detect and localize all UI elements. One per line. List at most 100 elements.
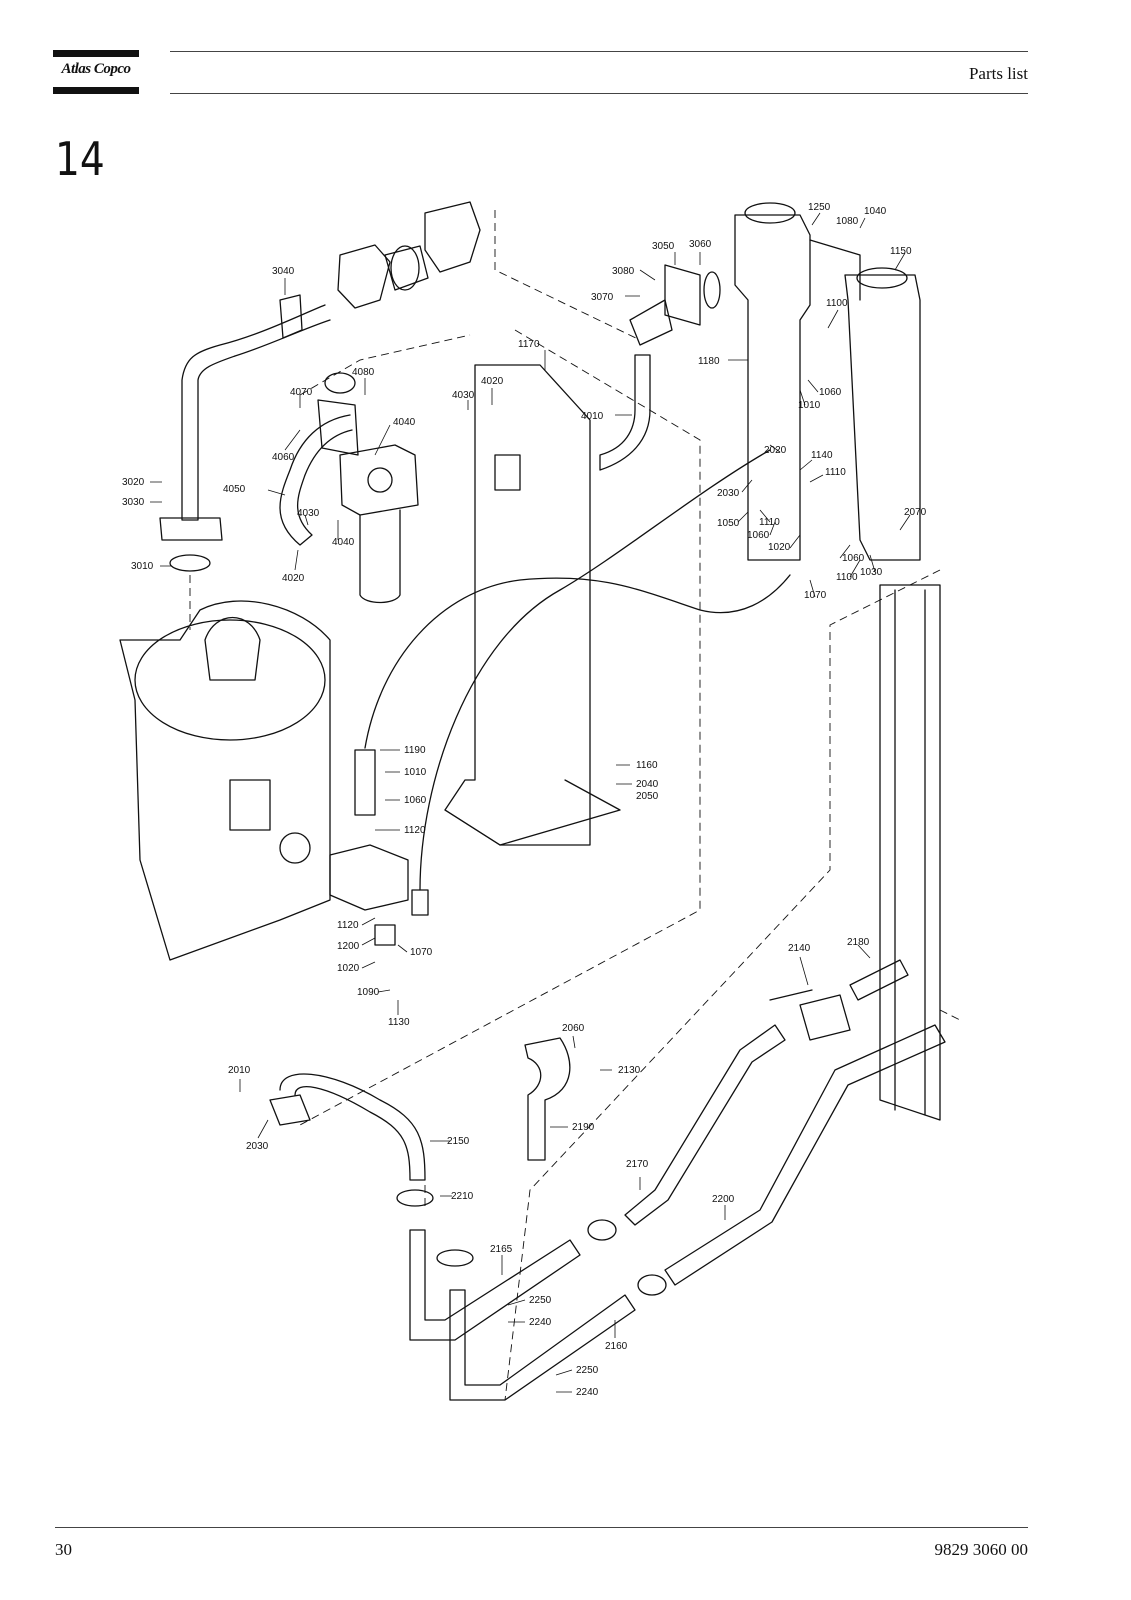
- callout-1180: 1180: [698, 356, 720, 367]
- callout-2020: 2020: [764, 445, 787, 456]
- callout-2250: 2250: [576, 1365, 599, 1376]
- callout-1110: 1110: [759, 517, 780, 528]
- callout-1090: 1090: [357, 987, 380, 998]
- callout-1130: 1130: [388, 1017, 410, 1028]
- callout-1160: 1160: [636, 760, 658, 771]
- callout-2200: 2200: [712, 1194, 735, 1205]
- callout-1060: 1060: [842, 553, 865, 564]
- callout-1060: 1060: [819, 387, 842, 398]
- callout-4040: 4040: [332, 537, 355, 548]
- callout-2010: 2010: [228, 1065, 251, 1076]
- callout-1010: 1010: [798, 400, 821, 411]
- gasket-3010: [169, 554, 211, 572]
- callout-2240: 2240: [529, 1317, 552, 1328]
- footer-rule: [55, 1527, 1028, 1528]
- callout-2150: 2150: [447, 1136, 470, 1147]
- callout-2060: 2060: [562, 1023, 585, 1034]
- vessel-port-round: [279, 832, 311, 864]
- header-rule-top: [170, 51, 1028, 52]
- callout-3050: 3050: [652, 241, 675, 252]
- callout-1020: 1020: [768, 542, 791, 553]
- diagram-linework: [119, 201, 946, 1401]
- vessel-dome: [204, 616, 261, 681]
- callout-2190: 2190: [572, 1122, 595, 1133]
- callout-2210: 2210: [451, 1191, 474, 1202]
- panel-base: [444, 779, 621, 846]
- callout-2050: 2050: [636, 791, 659, 802]
- callout-3070: 3070: [591, 292, 614, 303]
- callout-1030: 1030: [860, 567, 883, 578]
- valve-handle: [769, 989, 813, 1001]
- callout-4050: 4050: [223, 484, 246, 495]
- tower-1180: [734, 214, 811, 561]
- gasket-3060: [703, 271, 721, 309]
- pipe-2165: [409, 1229, 581, 1341]
- hose-2180: [849, 959, 909, 1001]
- page-number: 30: [55, 1540, 72, 1559]
- clamp-2210: [396, 1189, 434, 1207]
- pipe-4010: [599, 354, 651, 471]
- pipe-2190: [524, 1037, 571, 1161]
- callout-2030: 2030: [717, 488, 740, 499]
- dashed-guide: [299, 334, 471, 396]
- flange-3050: [664, 264, 701, 326]
- callout-1140: 1140: [811, 450, 833, 461]
- support-rail: [879, 584, 941, 1121]
- valve-block: [329, 844, 409, 911]
- exploded-parts-diagram: 3040 4080 4070 4040 4060 4050 4030 4040 …: [119, 201, 961, 1401]
- callout-4040: 4040: [393, 417, 416, 428]
- callout-2130: 2130: [618, 1065, 641, 1076]
- callout-1070: 1070: [804, 590, 827, 601]
- silencer-1190: [354, 749, 376, 816]
- vessel-port: [229, 779, 271, 831]
- page-header-title: Parts list: [968, 64, 1028, 83]
- pipe-flange: [279, 294, 303, 339]
- callout-2070: 2070: [904, 507, 927, 518]
- pipe-3040: [181, 304, 331, 521]
- callout-1150: 1150: [890, 246, 912, 257]
- dashed-guide: [939, 1009, 961, 1021]
- dashed-guide: [494, 210, 641, 341]
- callout-2240: 2240: [576, 1387, 599, 1398]
- pipe-2160: [449, 1289, 636, 1401]
- callout-2140: 2140: [788, 943, 811, 954]
- dashed-guide: [504, 569, 941, 1401]
- clamp-2210: [436, 1249, 474, 1267]
- callout-1190: 1190: [404, 745, 426, 756]
- callout-1120: 1120: [337, 920, 359, 931]
- flange-3010: [159, 517, 223, 541]
- callout-3010: 3010: [131, 561, 154, 572]
- pipe-2200: [664, 1024, 946, 1286]
- rail-edge: [894, 589, 926, 1116]
- ball-valve-2140: [799, 994, 851, 1041]
- callout-3060: 3060: [689, 239, 712, 250]
- panel-1170: [444, 364, 591, 846]
- coupling-ring: [390, 245, 420, 291]
- callout-2160: 2160: [605, 1341, 628, 1352]
- callout-1050: 1050: [717, 518, 740, 529]
- gasket-4080: [324, 372, 356, 394]
- pipe-2170: [624, 1024, 786, 1226]
- callout-4030: 4030: [452, 390, 475, 401]
- logo-bar-top: [53, 50, 139, 57]
- callout-4010: 4010: [581, 411, 604, 422]
- clamp-2210: [637, 1274, 667, 1296]
- callout-1100: 1100: [836, 572, 858, 583]
- callout-leaders: [150, 212, 911, 1393]
- dashed-guide: [299, 329, 701, 1126]
- callout-3020: 3020: [122, 477, 145, 488]
- flange-4040: [317, 399, 359, 456]
- diagram-dashed-guides: [189, 210, 961, 1401]
- callout-2170: 2170: [626, 1159, 649, 1170]
- tower-cap-1250: [744, 202, 796, 224]
- callout-2165: 2165: [490, 1244, 513, 1255]
- callout-1100: 1100: [826, 298, 848, 309]
- callout-4020: 4020: [481, 376, 504, 387]
- callout-3080: 3080: [612, 266, 635, 277]
- panel-cutout: [494, 454, 521, 491]
- vessel-top-flange: [134, 619, 326, 741]
- callout-1040: 1040: [864, 206, 887, 217]
- elbow-4050: [279, 414, 353, 546]
- flange-2010: [269, 1094, 311, 1126]
- callout-1020: 1020: [337, 963, 360, 974]
